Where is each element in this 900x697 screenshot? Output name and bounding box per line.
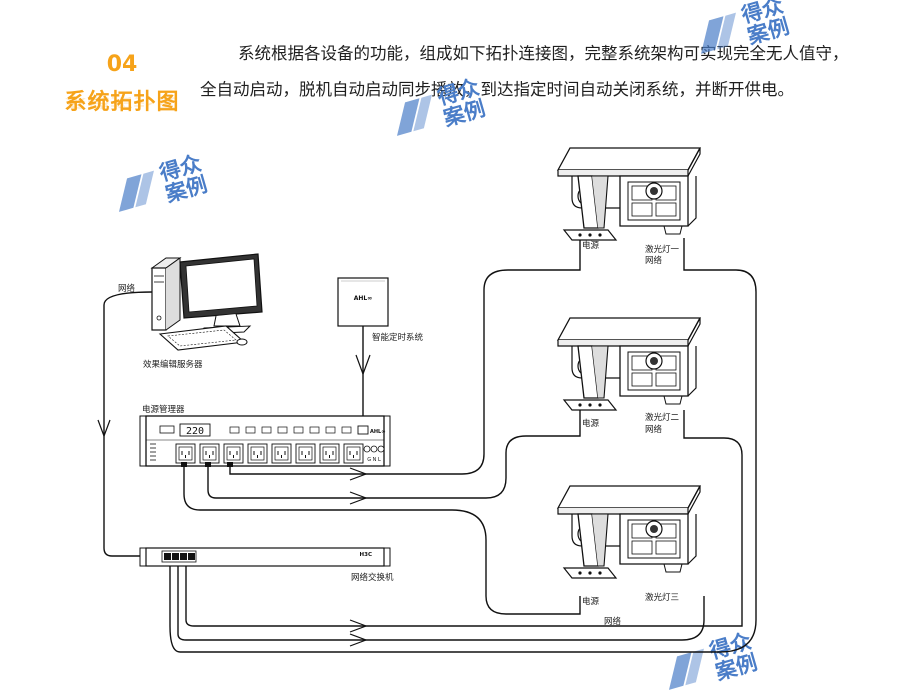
laser-1-name: 激光灯一 [645, 244, 680, 255]
power-manager-label: 电源管理器 [142, 404, 185, 415]
arrows [97, 354, 371, 647]
editing-server [150, 253, 263, 351]
watermark-3 [690, 0, 792, 63]
svg-text:AHL∞: AHL∞ [370, 429, 385, 435]
laser-1-network-label: 网络 [645, 255, 663, 266]
server-network-label: 网络 [118, 283, 136, 294]
laser-2-power-label: 电源 [582, 418, 600, 429]
laser-2-network-label: 网络 [645, 424, 663, 435]
timer-label: 智能定时系统 [372, 332, 424, 343]
svg-text:AHL∞: AHL∞ [354, 295, 373, 302]
power-manager: 220 AHL∞ G N L [139, 415, 391, 467]
svg-text:G N L: G N L [367, 457, 381, 463]
switch-label: 网络交换机 [351, 572, 394, 583]
bottom-network-label: 网络 [604, 616, 622, 627]
section-title: 系统拓扑图 [64, 90, 180, 115]
laser-3-power-label: 电源 [582, 596, 600, 607]
laser-light-2 [557, 317, 701, 411]
voltage-display: 220 [186, 426, 204, 437]
watermark-2 [386, 75, 488, 145]
watermark-4 [658, 629, 760, 697]
smart-timer: AHL∞ [337, 277, 389, 327]
server-label: 效果编辑服务器 [143, 359, 203, 370]
laser-light-3 [557, 485, 701, 579]
intro-paragraph: 系统根据各设备的功能，组成如下拓扑连接图，完整系统架构可实现完全无人值守，全自动… [200, 44, 849, 99]
svg-text:H3C: H3C [360, 552, 372, 558]
laser-light-1 [557, 147, 701, 241]
laser-1-power-label: 电源 [582, 240, 600, 251]
section-number: 04 [106, 52, 138, 77]
network-switch: H3C [139, 547, 391, 567]
watermark-1 [108, 151, 210, 221]
laser-3-name: 激光灯三 [645, 592, 679, 603]
laser-2-name: 激光灯二 [645, 412, 680, 423]
connection-lines [103, 238, 757, 653]
